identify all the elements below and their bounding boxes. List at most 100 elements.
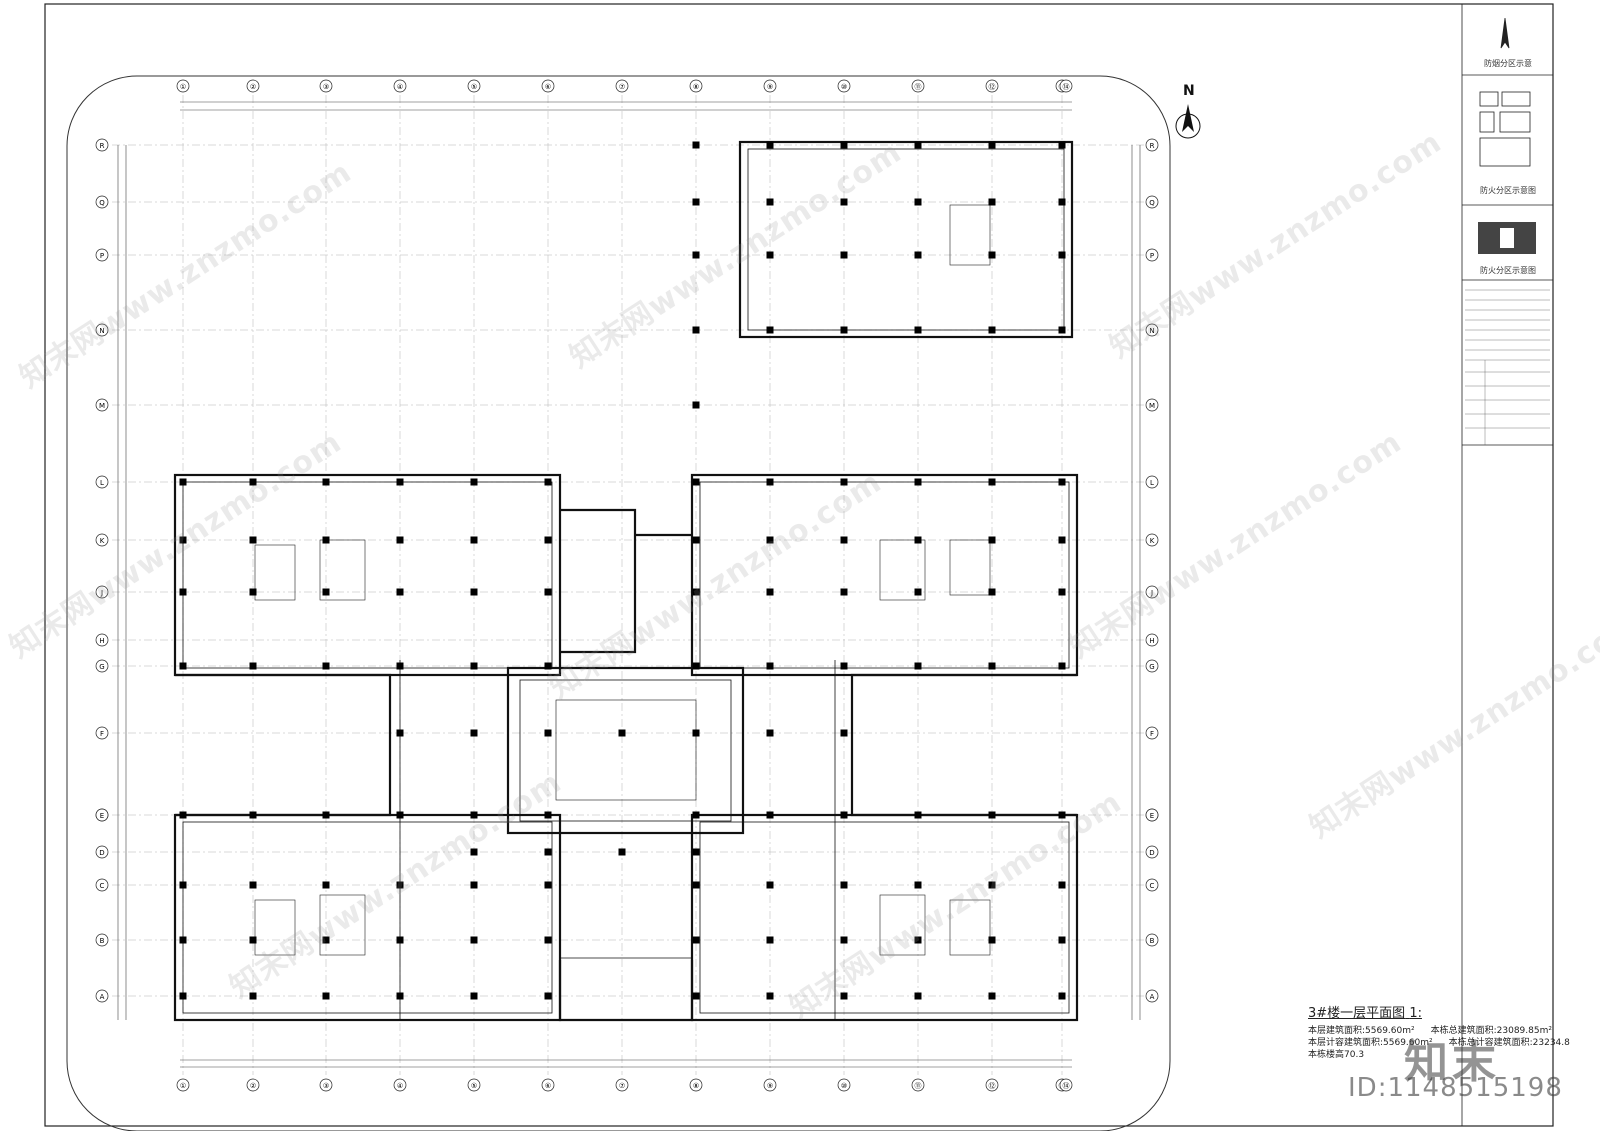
axis-label: ⑭ [1063, 1082, 1070, 1090]
column [179, 662, 187, 670]
column [544, 811, 552, 819]
column [766, 198, 774, 206]
axis-bubble [95, 726, 109, 740]
axis-label: ⑭ [1063, 83, 1070, 91]
column [322, 992, 330, 1000]
axis-bubble [1059, 1078, 1073, 1092]
column [1058, 478, 1066, 486]
axis-bubble [95, 659, 109, 673]
column [1058, 141, 1066, 149]
column [988, 881, 996, 889]
axis-bubble [911, 1078, 925, 1092]
column [692, 401, 700, 409]
column [692, 811, 700, 819]
column [1058, 198, 1066, 206]
column [914, 141, 922, 149]
axis-bubble [95, 845, 109, 859]
axis-label: B [100, 937, 105, 945]
axis-label: L [100, 479, 104, 487]
axis-bubble [246, 79, 260, 93]
drawing-title-block: 3#楼一层平面图 1: 本层建筑面积:5569.60m² 本栋总建筑面积:230… [1308, 1002, 1570, 1061]
column [988, 326, 996, 334]
axis-bubble [1145, 195, 1159, 209]
axis-label: ② [250, 83, 256, 91]
axis-bubble [246, 1078, 260, 1092]
column [1058, 588, 1066, 596]
axis-label: Q [99, 199, 105, 207]
column [179, 811, 187, 819]
axis-bubble [95, 138, 109, 152]
axis-label: D [99, 849, 104, 857]
side-panel-caption: 防烟分区示意 [1484, 59, 1532, 68]
axis-bubble [467, 79, 481, 93]
column [766, 326, 774, 334]
column [766, 536, 774, 544]
site-boundary [66, 75, 1171, 1131]
column [1058, 936, 1066, 944]
column [470, 992, 478, 1000]
axis-label: ⑥ [545, 83, 551, 91]
axis-label: ⑨ [767, 83, 773, 91]
axis-label: N [1149, 327, 1154, 335]
column [988, 811, 996, 819]
column [840, 141, 848, 149]
column [396, 478, 404, 486]
column [914, 251, 922, 259]
column [396, 936, 404, 944]
column [470, 936, 478, 944]
column [692, 536, 700, 544]
axis-bubble [95, 323, 109, 337]
column [322, 881, 330, 889]
axis-bubble [95, 533, 109, 547]
axis-bubble [467, 1078, 481, 1092]
column [249, 588, 257, 596]
axis-label: ⑦ [619, 1082, 625, 1090]
column [1058, 251, 1066, 259]
column [988, 141, 996, 149]
axis-label: K [1150, 537, 1155, 545]
column [840, 536, 848, 544]
axis-bubbles: ①①②②③③④④⑤⑤⑥⑥⑦⑦⑧⑧⑨⑨⑩⑩⑪⑪⑫⑫⑬⑬⑭⑭RRQQPPNNMMLL… [95, 79, 1159, 1092]
column [470, 536, 478, 544]
column [544, 536, 552, 544]
column [179, 536, 187, 544]
column [470, 848, 478, 856]
column [249, 936, 257, 944]
column [179, 992, 187, 1000]
axis-label: ⑧ [693, 1082, 699, 1090]
column [470, 662, 478, 670]
axis-bubble [1145, 475, 1159, 489]
axis-bubble [985, 79, 999, 93]
axis-label: ⑫ [989, 1082, 996, 1090]
column [1058, 662, 1066, 670]
column [249, 662, 257, 670]
column [988, 936, 996, 944]
axis-label: ④ [397, 1082, 403, 1090]
column [692, 326, 700, 334]
axis-bubble [95, 633, 109, 647]
axis-bubble [689, 79, 703, 93]
column [618, 729, 626, 737]
column [1058, 992, 1066, 1000]
axis-bubble [837, 1078, 851, 1092]
axis-label: ⑤ [471, 1082, 477, 1090]
column [470, 729, 478, 737]
axis-bubble [319, 79, 333, 93]
column [470, 811, 478, 819]
column [914, 588, 922, 596]
axis-label: ⑪ [915, 83, 922, 91]
axis-bubble [1145, 845, 1159, 859]
column [766, 992, 774, 1000]
calc-area-row: 本层计容建筑面积:5569.60m² 本栋总计容建筑面积:23234.8 [1308, 1037, 1570, 1049]
axis-label: A [1150, 993, 1155, 1001]
column [914, 811, 922, 819]
column [322, 478, 330, 486]
axis-label: ⑪ [915, 1082, 922, 1090]
column [544, 662, 552, 670]
axis-label: D [1149, 849, 1154, 857]
column [249, 881, 257, 889]
column [914, 881, 922, 889]
column [396, 811, 404, 819]
axis-label: G [1149, 663, 1154, 671]
axis-bubble [393, 1078, 407, 1092]
